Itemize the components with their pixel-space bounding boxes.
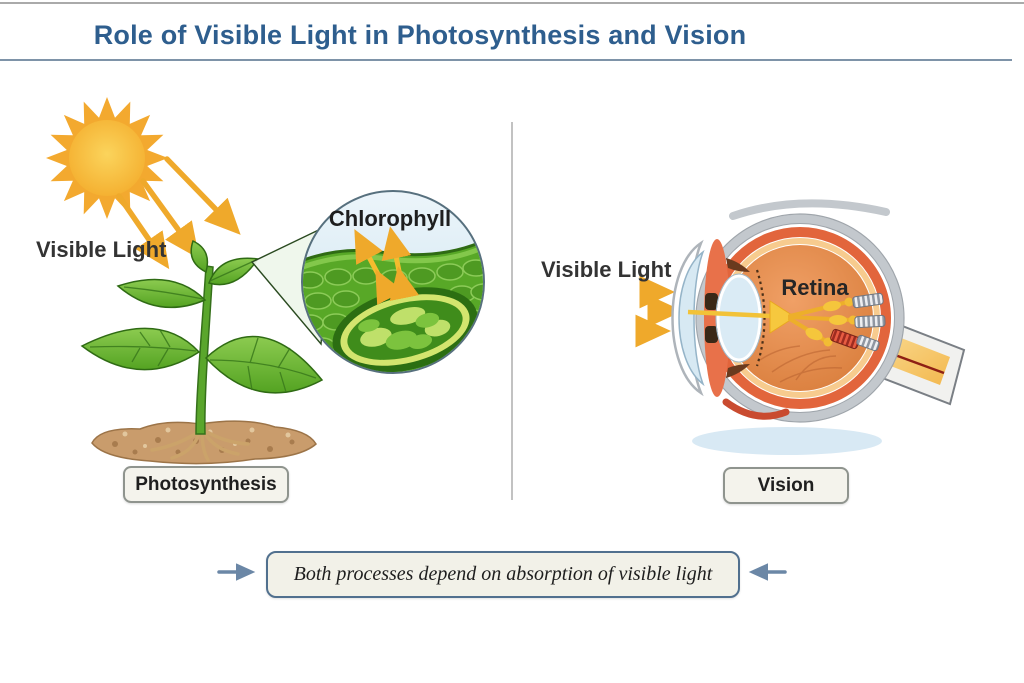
- pupil-edge-top: [705, 293, 718, 310]
- ciliary-top: [726, 258, 750, 272]
- eye-brow-arc: [729, 199, 890, 220]
- pupil-edge-bottom: [705, 326, 718, 343]
- conclusion-label: Both processes depend on absorption of v…: [293, 563, 713, 585]
- retina-label: Retina: [781, 275, 849, 300]
- conclusion-box: Both processes depend on absorption of v…: [266, 551, 740, 598]
- leaf: [80, 327, 201, 371]
- ciliary-fringe: [755, 269, 766, 367]
- visible-light-label-left: Visible Light: [36, 237, 167, 262]
- eye-bottom-red-arc: [722, 398, 790, 420]
- sunlight-arrows: [116, 156, 241, 270]
- eye-veins: [759, 345, 843, 383]
- photosynthesis-caption-label: Photosynthesis: [135, 473, 277, 495]
- chlorophyll-arrows: [354, 226, 420, 305]
- chlorophyll-label: Chlorophyll: [328, 206, 452, 231]
- leaf: [190, 239, 209, 274]
- vision-caption: Vision: [723, 467, 849, 504]
- leaf-veins: [89, 260, 317, 393]
- eye-shadow: [692, 427, 882, 455]
- photoreceptors: [830, 292, 886, 352]
- panel-divider: [511, 122, 513, 500]
- lens: [716, 274, 762, 362]
- magnifier: [250, 190, 485, 374]
- vision-caption-label: Vision: [757, 474, 815, 496]
- ciliary-bottom: [726, 364, 750, 378]
- plant-illustration: [80, 239, 324, 435]
- visible-light-arrows-eye: [543, 275, 683, 348]
- title-underline: [0, 59, 1012, 61]
- chloroplast: [332, 287, 478, 372]
- eye-illustration: [671, 199, 966, 455]
- page-title: Role of Visible Light in Photosynthesis …: [93, 20, 747, 50]
- top-border-line: [0, 2, 1024, 4]
- cornea: [678, 249, 705, 387]
- visible-light-label-right: Visible Light: [541, 257, 672, 282]
- plant-stem: [195, 265, 214, 435]
- retina-light-rays: [687, 297, 858, 347]
- sun-icon: [46, 97, 168, 219]
- leaf: [116, 278, 207, 309]
- photosynthesis-caption: Photosynthesis: [123, 466, 289, 503]
